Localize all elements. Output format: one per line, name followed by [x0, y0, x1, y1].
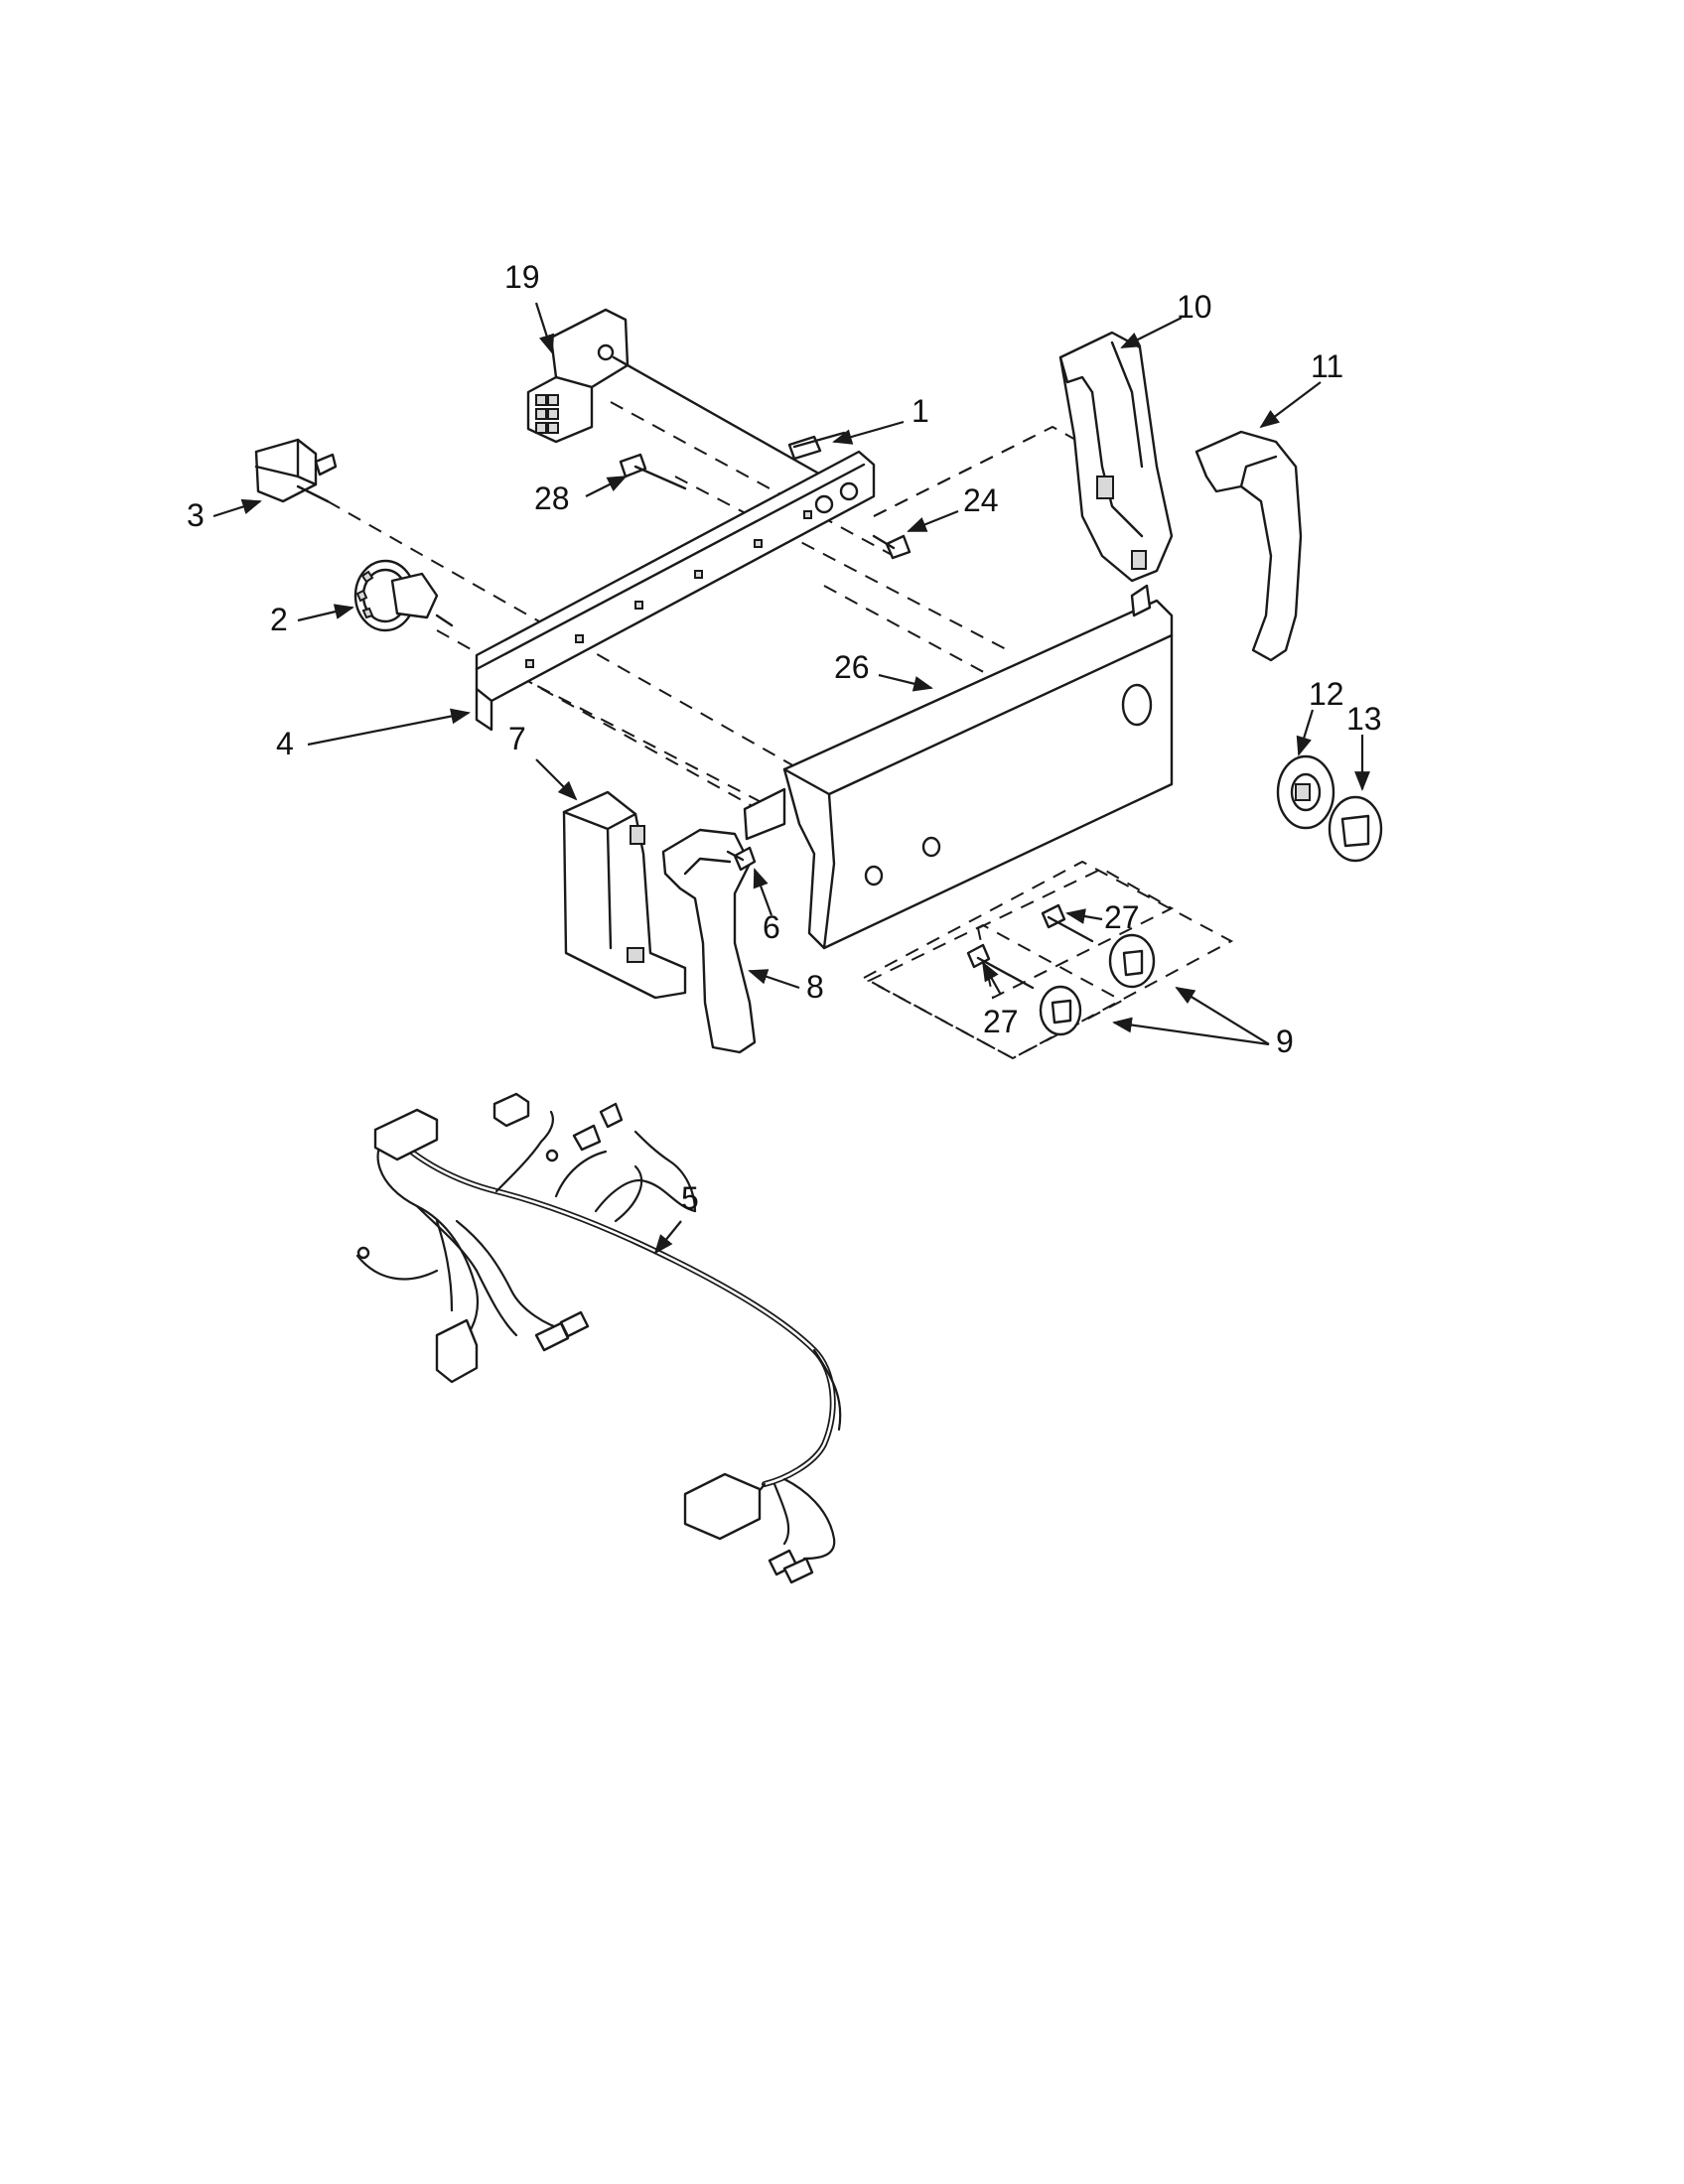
bracket-holes [525, 481, 859, 668]
harness-connectors [356, 1092, 814, 1584]
callout-9: 9 [1276, 1024, 1294, 1059]
part-27-screw-upper [1041, 903, 1094, 943]
callout-4: 4 [276, 726, 294, 761]
part-6-screw [726, 846, 757, 872]
callout-7: 7 [508, 721, 526, 756]
part-4-bracket [475, 450, 876, 732]
callout-8: 8 [806, 969, 824, 1005]
callout-13: 13 [1346, 701, 1382, 737]
part-24-screw [872, 534, 912, 560]
callout-27-lower: 27 [983, 1004, 1019, 1039]
callout-26: 26 [834, 649, 870, 685]
leader-arrows [212, 302, 1370, 1255]
callout-11: 11 [1311, 348, 1343, 384]
callout-5: 5 [681, 1180, 699, 1216]
callout-27-upper: 27 [1104, 899, 1140, 935]
callout-12: 12 [1309, 676, 1344, 712]
part-7-end-cap [562, 790, 687, 1000]
part-3-switch [254, 438, 338, 503]
callout-10: 10 [1177, 289, 1212, 325]
part-26-console-panel [743, 584, 1174, 950]
part-13-knob [1328, 795, 1383, 863]
callout-28: 28 [534, 480, 570, 516]
part-5-wire-harness [355, 1092, 842, 1584]
part-27-screw-lower [966, 943, 1035, 990]
callout-24: 24 [963, 482, 999, 518]
callout-1: 1 [912, 393, 929, 429]
part-11-trim [1194, 430, 1303, 662]
part-2-rotary-control [353, 559, 454, 632]
part-1-screw [787, 431, 846, 461]
knob-upper [1108, 933, 1156, 989]
callout-labels: 19 10 11 1 3 28 24 2 26 12 13 4 7 6 27 8… [187, 259, 1382, 1216]
callout-3: 3 [187, 497, 205, 533]
knob-lower [1039, 985, 1082, 1036]
part-12-dial [1276, 754, 1335, 830]
part-10-end-cap [1058, 331, 1174, 583]
callout-2: 2 [270, 602, 288, 637]
callout-6: 6 [763, 909, 780, 945]
part-8-trim [661, 828, 757, 1054]
callout-19: 19 [504, 259, 540, 295]
part-19-switch [526, 308, 826, 478]
part-28-screw [619, 453, 687, 490]
